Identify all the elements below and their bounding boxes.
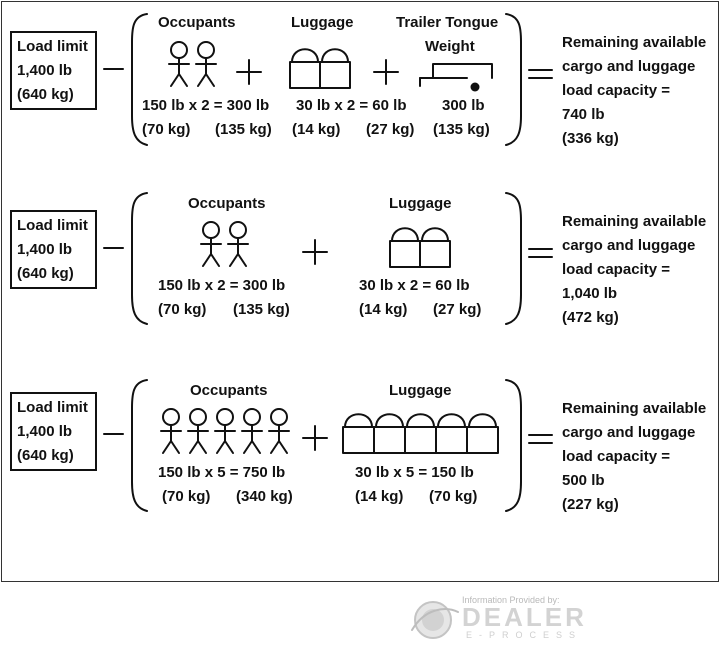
load-limit-kg: (640 kg) bbox=[17, 86, 74, 103]
luggage-unit-kg: (14 kg) bbox=[292, 121, 341, 138]
trailer-title: Trailer Tongue bbox=[396, 14, 499, 31]
occupant-figure-icon bbox=[168, 41, 190, 87]
result-line-2: cargo and luggage bbox=[562, 237, 696, 254]
result-line-1: Remaining available bbox=[562, 400, 707, 417]
luggage-bag-icon bbox=[319, 48, 351, 89]
luggage-bag-icon bbox=[404, 413, 437, 454]
result-line-2: cargo and luggage bbox=[562, 58, 696, 75]
load-limit-box: Load limit 1,400 lb (640 kg) bbox=[10, 210, 97, 289]
load-limit-box: Load limit 1,400 lb (640 kg) bbox=[10, 392, 97, 471]
luggage-bag-icon bbox=[389, 227, 421, 268]
luggage-unit-kg: (14 kg) bbox=[355, 488, 404, 505]
watermark-sub: E-PROCESS bbox=[466, 630, 583, 640]
luggage-bag-icon bbox=[466, 413, 499, 454]
luggage-total-kg: (70 kg) bbox=[429, 488, 478, 505]
equals-sign-icon bbox=[528, 248, 553, 258]
occupants-total-kg: (135 kg) bbox=[233, 301, 290, 318]
occupant-figure-icon bbox=[187, 408, 209, 454]
result-lb: 1,040 lb bbox=[562, 285, 618, 302]
result-line-3: load capacity = bbox=[562, 448, 670, 465]
equals-sign-icon bbox=[528, 434, 553, 444]
luggage-title: Luggage bbox=[291, 14, 354, 31]
luggage-bag-icon bbox=[373, 413, 406, 454]
occupants-calc: 150 lb x 5 = 750 lb bbox=[158, 464, 286, 481]
bracket-right-icon bbox=[505, 13, 522, 146]
bracket-left-icon bbox=[131, 379, 148, 512]
result-kg: (336 kg) bbox=[562, 130, 619, 147]
result-lb: 740 lb bbox=[562, 106, 605, 123]
occupant-figure-icon bbox=[268, 408, 290, 454]
occupants-unit-kg: (70 kg) bbox=[158, 301, 207, 318]
result-line-3: load capacity = bbox=[562, 82, 670, 99]
trailer-title-weight: Weight bbox=[425, 38, 475, 55]
result-line-2: cargo and luggage bbox=[562, 424, 696, 441]
load-limit-label: Load limit bbox=[17, 399, 88, 416]
luggage-title: Luggage bbox=[389, 382, 452, 399]
load-limit-lb: 1,400 lb bbox=[17, 423, 73, 440]
occupant-figure-icon bbox=[195, 41, 217, 87]
result-line-1: Remaining available bbox=[562, 213, 707, 230]
result-kg: (472 kg) bbox=[562, 309, 619, 326]
result-line-1: Remaining available bbox=[562, 34, 707, 51]
luggage-calc: 30 lb x 2 = 60 lb bbox=[359, 277, 470, 294]
trailer-calc: 300 lb bbox=[442, 97, 485, 114]
occupants-total-kg: (340 kg) bbox=[236, 488, 293, 505]
plus-sign-icon bbox=[302, 239, 328, 265]
occupants-calc: 150 lb x 2 = 300 lb bbox=[142, 97, 270, 114]
load-limit-box: Load limit 1,400 lb (640 kg) bbox=[10, 31, 97, 110]
bracket-right-icon bbox=[505, 379, 522, 512]
luggage-unit-kg: (14 kg) bbox=[359, 301, 408, 318]
load-limit-label: Load limit bbox=[17, 38, 88, 55]
watermark-caption: Information Provided by: bbox=[462, 595, 560, 605]
load-limit-kg: (640 kg) bbox=[17, 447, 74, 464]
load-limit-label: Load limit bbox=[17, 217, 88, 234]
bracket-right-icon bbox=[505, 192, 522, 325]
plus-sign-icon bbox=[373, 59, 399, 85]
luggage-bag-icon bbox=[419, 227, 451, 268]
bracket-left-icon bbox=[131, 13, 148, 146]
occupants-title: Occupants bbox=[190, 382, 268, 399]
occupants-title: Occupants bbox=[188, 195, 266, 212]
plus-sign-icon bbox=[302, 425, 328, 451]
result-lb: 500 lb bbox=[562, 472, 605, 489]
equals-sign-icon bbox=[528, 69, 553, 79]
result-line-3: load capacity = bbox=[562, 261, 670, 278]
luggage-title: Luggage bbox=[389, 195, 452, 212]
occupants-total-kg: (135 kg) bbox=[215, 121, 272, 138]
trailer-kg: (135 kg) bbox=[433, 121, 490, 138]
load-limit-lb: 1,400 lb bbox=[17, 241, 73, 258]
plus-sign-icon bbox=[236, 59, 262, 85]
luggage-total-kg: (27 kg) bbox=[433, 301, 482, 318]
luggage-calc: 30 lb x 5 = 150 lb bbox=[355, 464, 474, 481]
occupant-figure-icon bbox=[241, 408, 263, 454]
trailer-tongue-icon bbox=[419, 63, 493, 92]
occupants-unit-kg: (70 kg) bbox=[142, 121, 191, 138]
globe-swoosh-icon bbox=[411, 601, 459, 639]
luggage-total-kg: (27 kg) bbox=[366, 121, 415, 138]
luggage-bag-icon bbox=[342, 413, 375, 454]
occupant-figure-icon bbox=[160, 408, 182, 454]
result-kg: (227 kg) bbox=[562, 496, 619, 513]
occupants-title: Occupants bbox=[158, 14, 236, 31]
occupant-figure-icon bbox=[214, 408, 236, 454]
occupant-figure-icon bbox=[227, 221, 249, 267]
luggage-calc: 30 lb x 2 = 60 lb bbox=[296, 97, 407, 114]
diagram-frame bbox=[1, 1, 719, 582]
bracket-left-icon bbox=[131, 192, 148, 325]
load-limit-lb: 1,400 lb bbox=[17, 62, 73, 79]
occupants-unit-kg: (70 kg) bbox=[162, 488, 211, 505]
occupants-calc: 150 lb x 2 = 300 lb bbox=[158, 277, 286, 294]
occupant-figure-icon bbox=[200, 221, 222, 267]
luggage-bag-icon bbox=[289, 48, 321, 89]
luggage-bag-icon bbox=[435, 413, 468, 454]
load-limit-kg: (640 kg) bbox=[17, 265, 74, 282]
watermark-brand: DEALER bbox=[462, 602, 587, 632]
